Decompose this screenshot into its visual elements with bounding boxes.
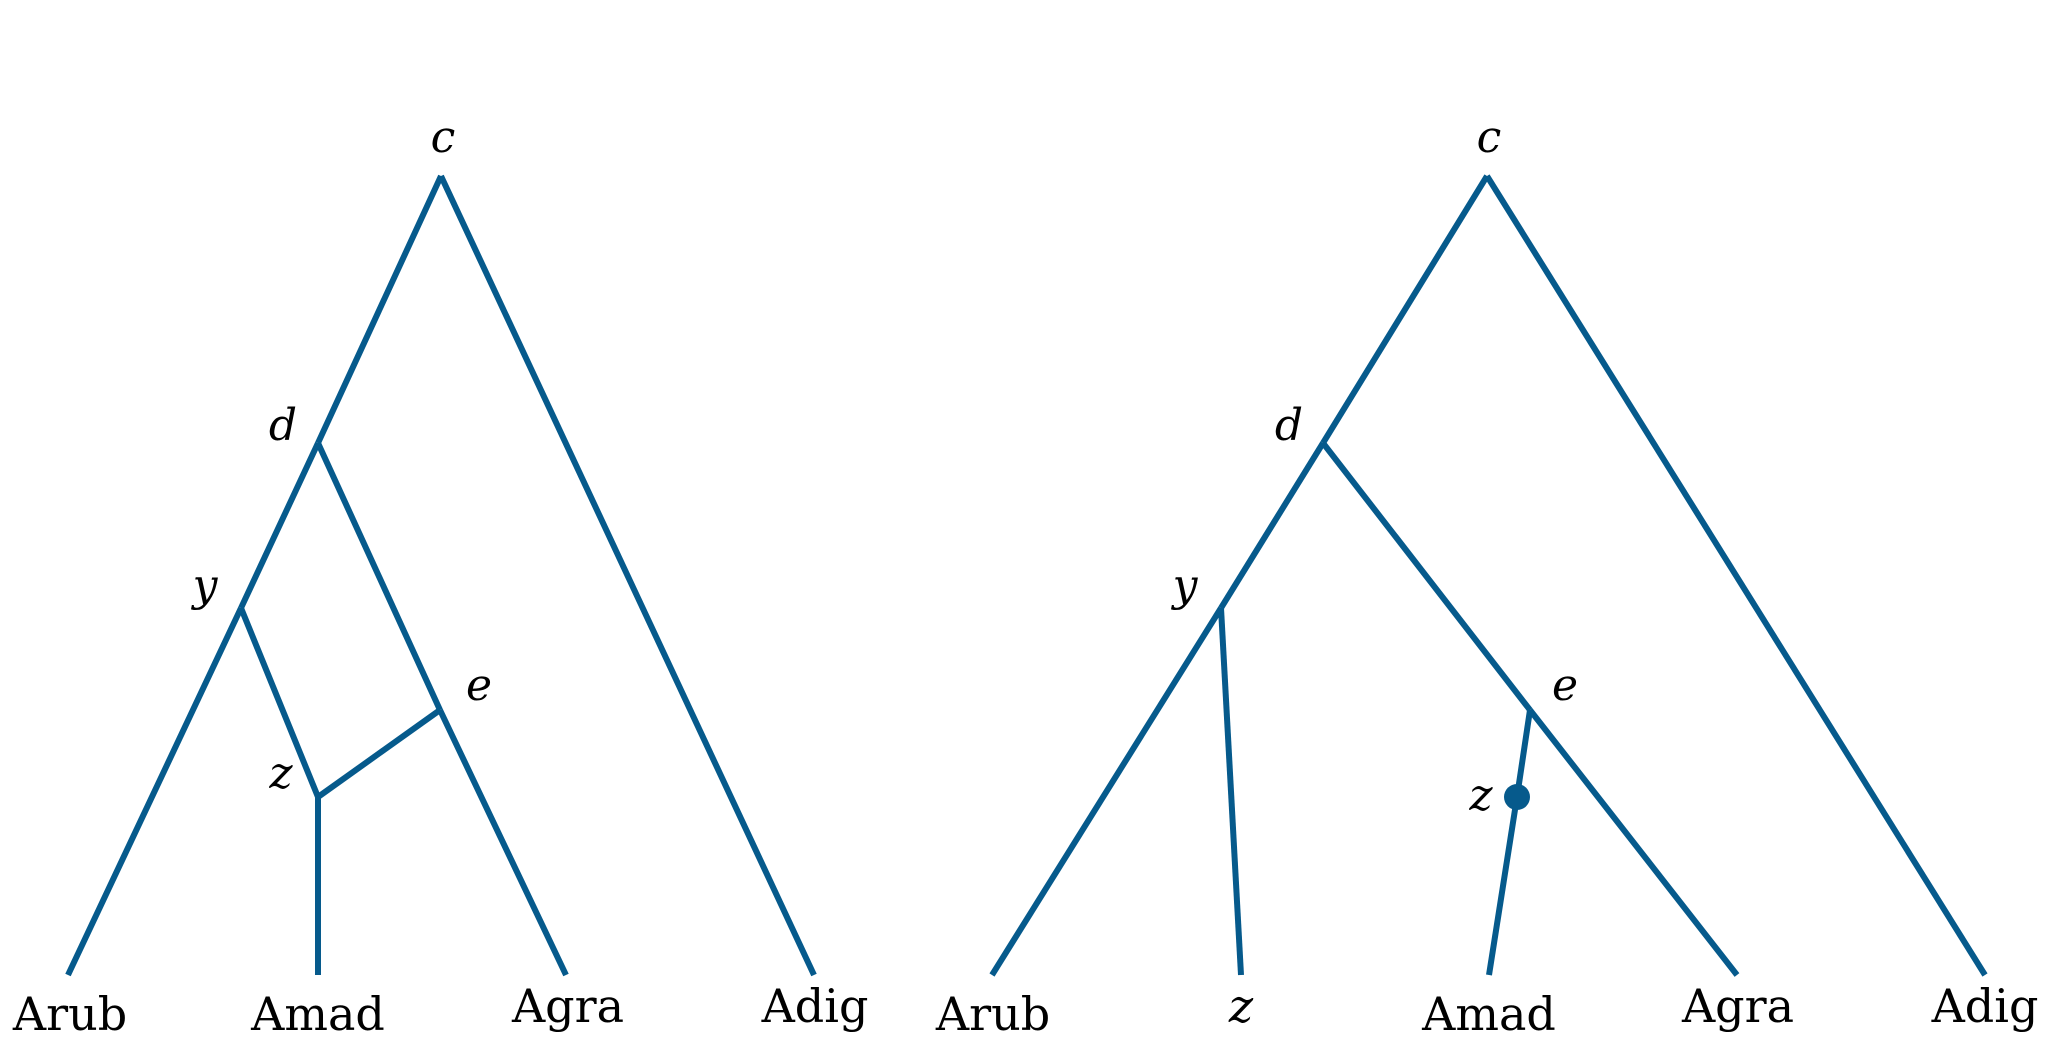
edge-c-d bbox=[315, 174, 444, 445]
node-label-c: c bbox=[431, 112, 456, 163]
edge-y-Arub bbox=[65, 606, 244, 977]
leaf-label-Amad: Amad bbox=[250, 987, 385, 1041]
edge-e-z bbox=[1514, 709, 1533, 798]
edge-e-Agra bbox=[1527, 708, 1740, 977]
leaf-label-Arub: Arub bbox=[935, 987, 1050, 1041]
edge-c-d bbox=[1320, 174, 1490, 445]
node-label-y: y bbox=[1171, 560, 1199, 611]
edge-z-Amad bbox=[1486, 796, 1520, 976]
leaf-label-Arub: Arub bbox=[12, 987, 127, 1041]
node-label-z: z bbox=[1468, 770, 1493, 821]
edge-y-z bbox=[238, 606, 321, 799]
node-label-d: d bbox=[269, 400, 297, 451]
node-label-e: e bbox=[1552, 660, 1578, 711]
edge-d-y bbox=[238, 441, 321, 610]
leaf-label-Agra: Agra bbox=[511, 979, 624, 1033]
edge-c-Adig bbox=[1484, 174, 1988, 977]
node-marker-z bbox=[1504, 784, 1530, 810]
node-label-y: y bbox=[191, 560, 219, 611]
leaf-label-zleaf: z bbox=[1228, 979, 1254, 1033]
leaf-label-Amad: Amad bbox=[1421, 987, 1556, 1041]
node-label-e: e bbox=[466, 660, 492, 711]
edge-d-y bbox=[1218, 441, 1326, 610]
edge-e-Agra bbox=[437, 708, 569, 977]
node-label-c: c bbox=[1477, 112, 1502, 163]
leaf-label-Adig: Adig bbox=[1931, 979, 2039, 1033]
leaf-label-Adig: Adig bbox=[761, 979, 869, 1033]
leaf-label-Agra: Agra bbox=[1681, 979, 1794, 1033]
node-label-d: d bbox=[1275, 400, 1303, 451]
edge-e-z bbox=[316, 707, 442, 800]
edge-y-Arub bbox=[989, 606, 1224, 977]
edge-d-e bbox=[1320, 441, 1533, 712]
node-label-z: z bbox=[268, 748, 293, 799]
edge-d-e bbox=[315, 441, 443, 712]
edge-c-Adig bbox=[438, 174, 817, 977]
edge-y-zleaf bbox=[1218, 607, 1244, 976]
